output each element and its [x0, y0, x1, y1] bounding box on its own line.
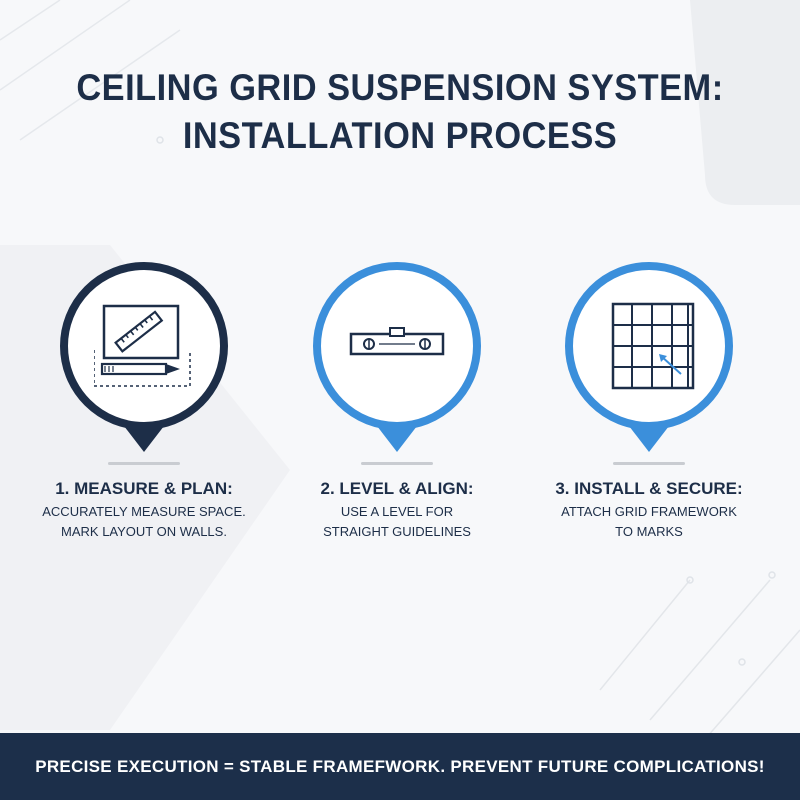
map-pin-icon — [313, 262, 481, 452]
spirit-level-icon — [349, 327, 445, 356]
step-1-pin — [56, 258, 232, 454]
step-1-desc-line-2: MARK LAYOUT ON WALLS. — [61, 524, 227, 539]
step-3-description: ATTACH GRID FRAMEWORK TO MARKS — [539, 502, 759, 542]
step-3-desc-line-1: ATTACH GRID FRAMEWORK — [561, 504, 737, 519]
step-3-pin — [561, 258, 737, 454]
step-2-divider — [361, 462, 433, 465]
step-2-desc-line-1: USE A LEVEL FOR — [340, 504, 454, 519]
step-3-desc-line-2: TO MARKS — [615, 524, 683, 539]
step-1-desc-line-1: ACCURATELY MEASURE SPACE. — [42, 504, 246, 519]
step-install-secure: 3. INSTALL & SECURE: ATTACH GRID FRAMEWO… — [539, 258, 759, 558]
step-1-divider — [108, 462, 180, 465]
step-1-title: 1. MEASURE & PLAN: — [55, 479, 233, 498]
step-2-desc-line-2: STRAIGHT GUIDELINES — [323, 524, 471, 539]
step-2-title: 2. LEVEL & ALIGN: — [320, 479, 474, 498]
footer-text: PRECISE EXECUTION = STABLE FRAMEFWORK. P… — [35, 756, 765, 776]
title-line-1: CEILING GRID SUSPENSION SYSTEM: — [76, 67, 724, 108]
ruler-pencil-icon — [94, 304, 191, 387]
step-2-description: USE A LEVEL FOR STRAIGHT GUIDELINES — [287, 502, 507, 542]
step-measure-plan: 1. MEASURE & PLAN: ACCURATELY MEASURE SP… — [34, 258, 254, 558]
step-3-title: 3. INSTALL & SECURE: — [555, 479, 743, 498]
footer-banner: PRECISE EXECUTION = STABLE FRAMEFWORK. P… — [0, 733, 800, 800]
step-level-align: 2. LEVEL & ALIGN: USE A LEVEL FOR STRAIG… — [287, 258, 507, 558]
step-2-pin — [309, 258, 485, 454]
ceiling-grid-icon — [611, 302, 695, 390]
step-3-divider — [613, 462, 685, 465]
title-line-2: INSTALLATION PROCESS — [182, 115, 618, 156]
step-1-description: ACCURATELY MEASURE SPACE. MARK LAYOUT ON… — [34, 502, 254, 542]
page-title: CEILING GRID SUSPENSION SYSTEM: INSTALLA… — [28, 64, 772, 160]
